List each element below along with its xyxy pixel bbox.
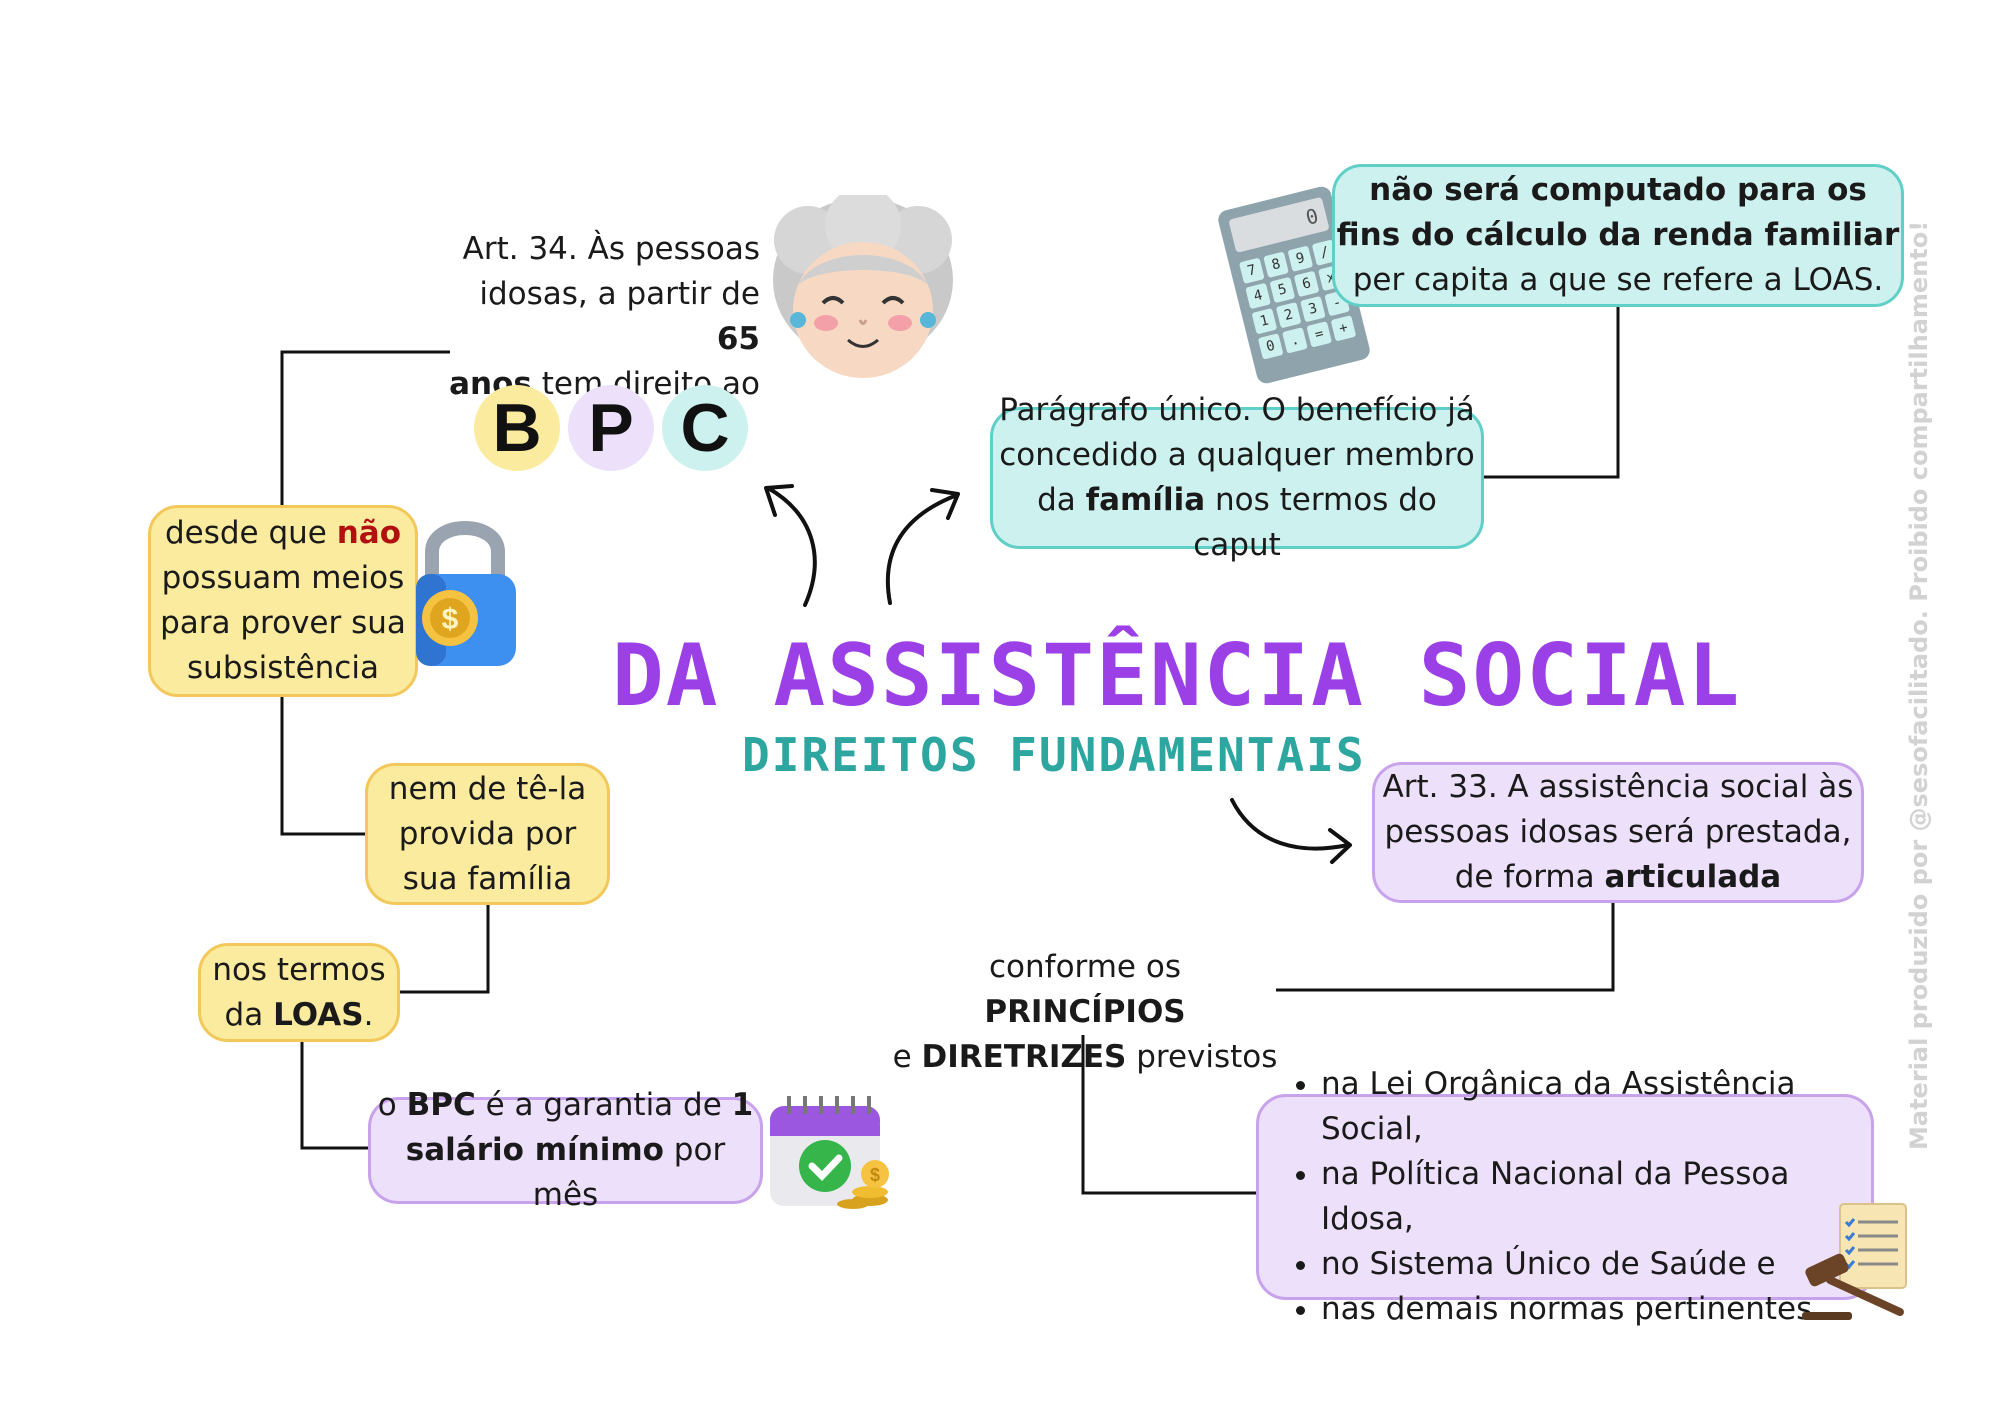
box-art33: Art. 33. A assistência social às pessoas… [1372, 762, 1864, 903]
bpc-letter-b: B [474, 385, 560, 471]
bpc-letter-c: C [662, 385, 748, 471]
arrow-to-bpc-head [764, 484, 794, 517]
line-computado-to-paragrafo [1484, 307, 1620, 479]
calculator-key: 4 [1245, 282, 1271, 310]
arrow-to-art33 [1230, 798, 1350, 851]
normas-list: na Lei Orgânica da Assistência Social, n… [1275, 1062, 1871, 1332]
calculator-key: 0 [1257, 333, 1284, 360]
calculator-key: 2 [1275, 301, 1302, 329]
calculator-key: 8 [1263, 251, 1289, 278]
box-bpc-salario-minimo: o BPC é a garantia de 1 salário mínimo p… [368, 1087, 763, 1213]
calculator-key: 9 [1287, 245, 1314, 272]
box-nem-de-te-la: nem de tê-la provida por sua família [365, 763, 610, 905]
list-item: nas demais normas pertinentes [1321, 1287, 1871, 1332]
line-art34-to-desde [280, 350, 450, 505]
calculator-key: 7 [1238, 257, 1265, 284]
elderly-woman-icon [773, 195, 953, 378]
line-nos-to-bpc [300, 1042, 370, 1150]
box-desde-que-nao: desde que não possuam meios para prover … [148, 505, 418, 697]
watermark: Material produzido por @sesofacilitado. … [1905, 220, 1933, 1150]
box-normas-list: na Lei Orgânica da Assistência Social, n… [1256, 1066, 1874, 1327]
box-nos-termos-loas: nos termos da LOAS. [198, 943, 400, 1042]
gavel-document-icon [1802, 1203, 1907, 1320]
line-nem-to-nos [400, 905, 490, 994]
arrow-to-paragrafo-head [930, 488, 960, 520]
conforme-principios-text: conforme os PRINCÍPIOS e DIRETRIZES prev… [892, 949, 1278, 1075]
line-art33-to-conforme [1276, 903, 1615, 992]
list-item: no Sistema Único de Saúde e [1321, 1242, 1871, 1287]
box-paragrafo-unico: Parágrafo único. O benefício já concedid… [990, 392, 1484, 563]
calculator-key: . [1282, 327, 1308, 354]
line-conforme-to-list [1081, 1035, 1256, 1195]
box-nao-computado: não será computado para os fins do cálcu… [1332, 164, 1904, 307]
calendar-check-icon: $ [770, 1096, 889, 1209]
list-item: na Lei Orgânica da Assistência Social, [1321, 1062, 1871, 1152]
calculator-key: 1 [1251, 308, 1278, 335]
svg-text:$: $ [870, 1165, 880, 1185]
calculator-key: = [1306, 321, 1333, 348]
arrow-to-art33-head [1328, 828, 1352, 864]
bpc-letter-p: P [568, 385, 654, 471]
art34-text: Art. 34. Às pessoas idosas, a partir de … [449, 231, 760, 402]
list-item: na Política Nacional da Pessoa Idosa, [1321, 1152, 1871, 1242]
calculator-key: + [1330, 315, 1357, 342]
calculator-key: 5 [1269, 276, 1296, 304]
calculator-key: 3 [1300, 295, 1326, 323]
page-title: DA ASSISTÊNCIA SOCIAL [612, 626, 1742, 726]
lock-dollar-icon: $ [416, 521, 516, 666]
arrow-to-paragrafo [885, 493, 959, 605]
svg-text:$: $ [442, 603, 459, 636]
calculator-key: 6 [1293, 270, 1320, 298]
line-desde-to-nem [280, 697, 365, 836]
page-subtitle: DIREITOS FUNDAMENTAIS [742, 728, 1366, 782]
arrow-to-bpc [766, 486, 817, 607]
